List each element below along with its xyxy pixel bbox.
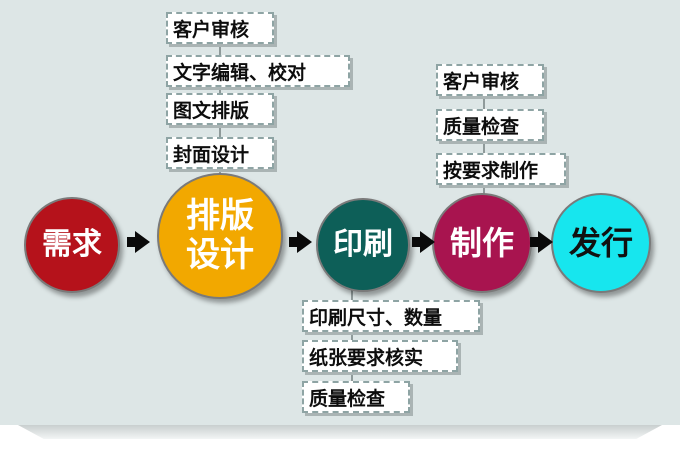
arrow-3-shaft [412,237,421,247]
make-step-quality: 质量检查 [436,109,544,141]
arrow-4-shaft [530,237,539,247]
arrow-1-shaft [127,237,136,247]
make-step-review: 客户审核 [436,64,544,96]
node-publish: 发行 [551,193,651,293]
node-make-label: 制作 [449,223,514,262]
node-demand: 需求 [24,197,120,293]
arrow-1-icon [135,231,150,253]
design-step-review: 客户审核 [166,12,274,44]
arrow-3-icon [420,231,435,253]
design-step-cover: 封面设计 [166,137,274,169]
node-demand-label: 需求 [42,226,102,262]
node-print-label: 印刷 [333,226,393,262]
node-design-label-line2: 设计 [186,235,254,275]
node-print: 印刷 [316,198,410,292]
design-step-layout: 图文排版 [166,93,274,125]
arrow-2-icon [297,231,312,253]
design-step-editing: 文字编辑、校对 [166,55,350,87]
print-step-paper: 纸张要求核实 [302,340,458,372]
node-make: 制作 [432,193,532,293]
make-step-produce: 按要求制作 [436,153,566,185]
arrow-2-shaft [289,237,298,247]
node-publish-label: 发行 [568,223,633,262]
node-design: 排版 设计 [157,173,283,299]
bottom-shadow [18,425,662,439]
print-step-size: 印刷尺寸、数量 [302,300,480,332]
node-design-label-line1: 排版 [186,195,254,236]
print-step-quality: 质量检查 [302,381,410,413]
arrow-4-icon [538,231,553,253]
